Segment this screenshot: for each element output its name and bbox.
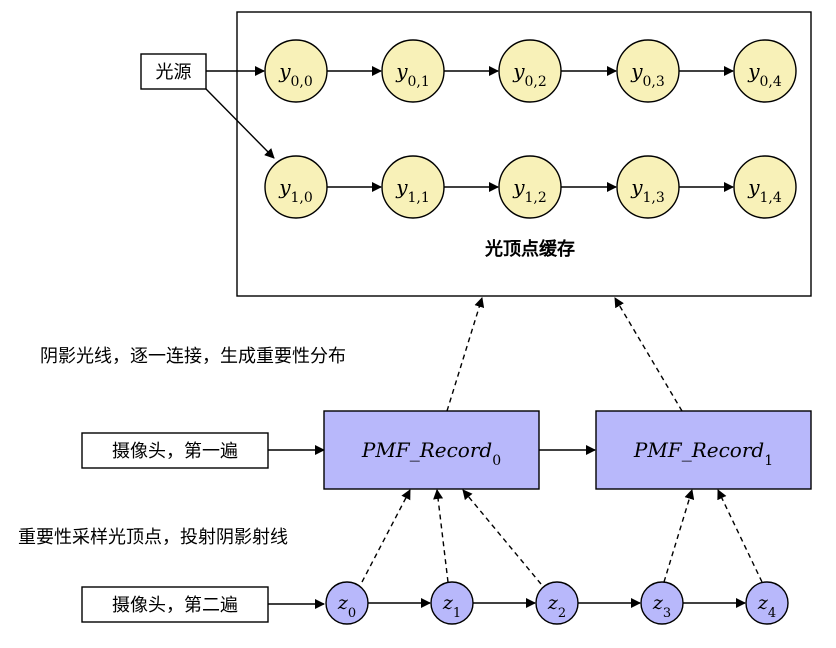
camera-vertex-label-2-base: z xyxy=(547,592,559,614)
camera-vertex-4-to-pmf-1-arrow xyxy=(717,489,763,583)
light-vertex-label-0-0-base: y xyxy=(278,59,291,83)
light-vertex-label-1-4-subscript: 1,4 xyxy=(760,190,782,206)
camera-first-pass-box xyxy=(81,432,269,469)
light-vertex-label-1-4-base: y xyxy=(747,175,760,199)
camera-vertex-1-to-pmf-0-arrow xyxy=(433,489,449,583)
light-vertex-label-0-4-base: y xyxy=(747,59,760,83)
pmf-record-0-to-cache-arrow xyxy=(446,297,485,412)
light-vertex-label-1-1-base: y xyxy=(395,175,408,199)
pmf-record-label-1: PMF_Record1 xyxy=(633,438,773,469)
light-vertex-label-1-4: y1,4 xyxy=(747,175,782,206)
light-vertex-1-3 xyxy=(616,155,680,219)
camera-vertex-label-1-subscript: 1 xyxy=(453,606,461,621)
sampling-label: 重要性采样光顶点，投射阴影射线 xyxy=(18,527,288,548)
camera-vertex-label-0: z0 xyxy=(337,592,356,621)
light-vertex-label-1-3: y1,3 xyxy=(630,175,665,206)
light-vertex-label-1-1: y1,1 xyxy=(395,175,430,206)
camera-vertex-label-2-subscript: 2 xyxy=(558,606,566,621)
camera-vertex-label-3: z3 xyxy=(652,592,671,621)
light-vertex-label-0-2-base: y xyxy=(512,59,525,83)
camera-vertex-2-to-pmf-0-arrow xyxy=(462,489,542,585)
light-vertex-label-1-1-subscript: 1,1 xyxy=(408,190,430,206)
light-source-label: 光源 xyxy=(156,62,192,83)
camera-vertex-label-1: z1 xyxy=(442,592,461,621)
pmf-record-box-0 xyxy=(323,410,540,490)
light-vertex-label-0-3-base: y xyxy=(630,59,643,83)
pmf-record-label-0-subscript: 0 xyxy=(492,453,501,469)
light-vertex-0-1 xyxy=(381,39,445,103)
camera-vertex-label-4-subscript: 4 xyxy=(768,606,776,621)
light-vertex-label-0-4-subscript: 0,4 xyxy=(760,74,782,90)
light-vertex-label-1-2-base: y xyxy=(512,175,525,199)
camera-vertex-label-4: z4 xyxy=(757,592,776,621)
camera-second-pass-label: 摄像头，第二遍 xyxy=(112,595,238,616)
camera-vertex-3-to-pmf-1-arrow xyxy=(663,489,695,583)
light-vertex-1-0 xyxy=(264,155,328,219)
pmf-record-label-1-base: PMF_Record xyxy=(633,438,764,462)
light-vertex-label-0-3: y0,3 xyxy=(630,59,665,90)
camera-vertex-4 xyxy=(745,581,789,625)
light-vertex-label-0-1: y0,1 xyxy=(395,59,430,90)
pmf-record-label-1-subscript: 1 xyxy=(764,453,773,469)
light-source-box xyxy=(140,53,207,90)
light-vertex-label-1-0: y1,0 xyxy=(278,175,313,206)
light-vertex-0-0 xyxy=(264,39,328,103)
light-vertex-label-1-0-base: y xyxy=(278,175,291,199)
pmf-record-label-0: PMF_Record0 xyxy=(361,438,501,469)
pmf-record-label-0-base: PMF_Record xyxy=(361,438,492,462)
light-vertex-label-0-2-subscript: 0,2 xyxy=(525,74,547,90)
light-vertex-label-0-1-base: y xyxy=(395,59,408,83)
light-vertex-label-1-3-subscript: 1,3 xyxy=(643,190,665,206)
camera-vertex-label-0-base: z xyxy=(337,592,349,614)
camera-vertex-0-to-pmf-0-arrow xyxy=(361,489,411,583)
shadow-rays-label: 阴影光线，逐一连接，生成重要性分布 xyxy=(40,346,346,367)
camera-vertex-label-2: z2 xyxy=(547,592,566,621)
light-vertex-label-0-4: y0,4 xyxy=(747,59,782,90)
camera-vertex-label-1-base: z xyxy=(442,592,454,614)
light-source-to-y10-arrow xyxy=(205,88,275,159)
light-vertex-label-0-3-subscript: 0,3 xyxy=(643,74,665,90)
light-vertex-1-4 xyxy=(733,155,797,219)
light-vertex-0-3 xyxy=(616,39,680,103)
light-vertex-0-4 xyxy=(733,39,797,103)
light-vertex-label-0-2: y0,2 xyxy=(512,59,547,90)
light-vertex-label-1-0-subscript: 1,0 xyxy=(291,190,313,206)
light-vertex-label-1-3-base: y xyxy=(630,175,643,199)
camera-vertex-label-3-base: z xyxy=(652,592,664,614)
light-vertex-label-0-0: y0,0 xyxy=(278,59,313,90)
camera-vertex-label-4-base: z xyxy=(757,592,769,614)
camera-first-pass-label: 摄像头，第一遍 xyxy=(112,441,238,462)
light-vertex-1-2 xyxy=(498,155,562,219)
pmf-record-box-1 xyxy=(595,410,812,490)
light-vertex-label-0-1-subscript: 0,1 xyxy=(408,74,430,90)
light-cache-title: 光顶点缓存 xyxy=(484,238,575,260)
camera-vertex-label-3-subscript: 3 xyxy=(663,606,671,621)
light-vertex-label-0-0-subscript: 0,0 xyxy=(291,74,313,90)
pmf-record-1-to-cache-arrow xyxy=(614,297,683,412)
light-vertex-1-1 xyxy=(381,155,445,219)
light-vertex-label-1-2-subscript: 1,2 xyxy=(525,190,547,206)
camera-vertex-label-0-subscript: 0 xyxy=(348,606,356,621)
light-vertex-label-1-2: y1,2 xyxy=(512,175,547,206)
light-vertex-0-2 xyxy=(498,39,562,103)
